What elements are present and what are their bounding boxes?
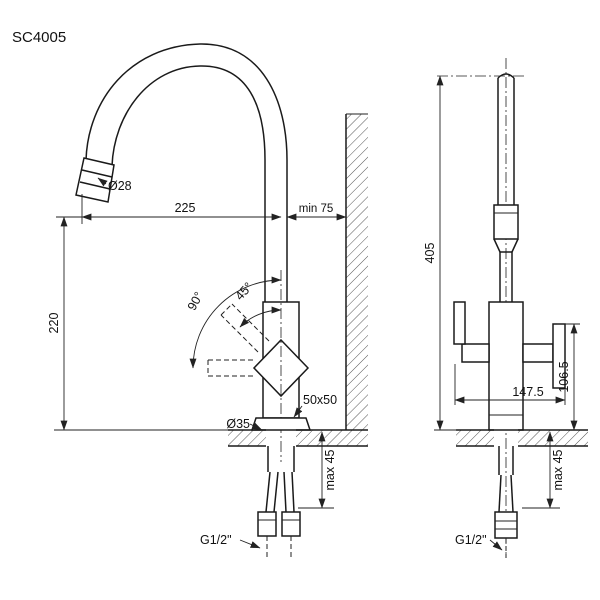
total-height-label: 405 [423, 243, 437, 264]
wall-clearance-label: min 75 [299, 203, 334, 215]
supply-hoses-front [257, 446, 301, 557]
rotation-45-label: 45° [233, 280, 256, 303]
side-view: 405 106.5 147.5 max 45 G1/2" [423, 58, 588, 558]
dim-handle-width: 147.5 [454, 364, 566, 405]
rotation-90-label: 90° [185, 289, 206, 312]
dim-base-plate: 50x50 [293, 393, 337, 418]
dim-spout-diameter: Ø28 [97, 177, 132, 193]
base-plate-label: 50x50 [303, 393, 337, 407]
front-view: 90° 45° [47, 43, 368, 557]
wall-section [345, 113, 368, 430]
handle-width-label: 147.5 [512, 385, 543, 399]
countertop-side [456, 429, 588, 447]
hose-connector-side [494, 511, 518, 539]
thread-front-label: G1/2" [200, 533, 232, 547]
spout-reach-label: 225 [175, 201, 196, 215]
handle-phantom-horizontal [207, 359, 254, 377]
supply-hose-side [494, 446, 518, 558]
handles-side [453, 301, 566, 389]
base-diameter-label: Ø35 [226, 417, 250, 431]
hose-connector-right [281, 511, 301, 537]
left-handle [453, 301, 466, 345]
thread-side-label: G1/2" [455, 533, 487, 547]
dim-deck-thickness-front: max 45 [298, 431, 337, 509]
handle-height-label: 106.5 [557, 361, 571, 392]
spout-diameter-label: Ø28 [108, 179, 132, 193]
dim-handle-height: 106.5 [557, 323, 580, 431]
faucet-body-side [488, 73, 524, 431]
deck-thickness-side-label: max 45 [551, 449, 565, 490]
dim-thread-front: G1/2" [200, 533, 261, 549]
dim-deck-thickness-side: max 45 [522, 431, 565, 509]
hose-connector-left [257, 511, 277, 537]
dim-spout-reach: 225 min 75 [56, 194, 347, 224]
model-title: SC4005 [12, 29, 66, 46]
gooseneck-spout [85, 43, 288, 302]
spout-nozzle [75, 157, 115, 203]
spout-height-label: 220 [47, 313, 61, 334]
base-plate [250, 417, 312, 431]
dim-thread-side: G1/2" [455, 533, 503, 551]
dim-spout-height: 220 [47, 216, 228, 431]
countertop-front [228, 429, 368, 447]
handle-phantom-45 [220, 303, 270, 353]
deck-thickness-front-label: max 45 [323, 449, 337, 490]
dim-base-diameter: Ø35 [226, 417, 263, 431]
dim-total-height: 405 [423, 75, 457, 431]
